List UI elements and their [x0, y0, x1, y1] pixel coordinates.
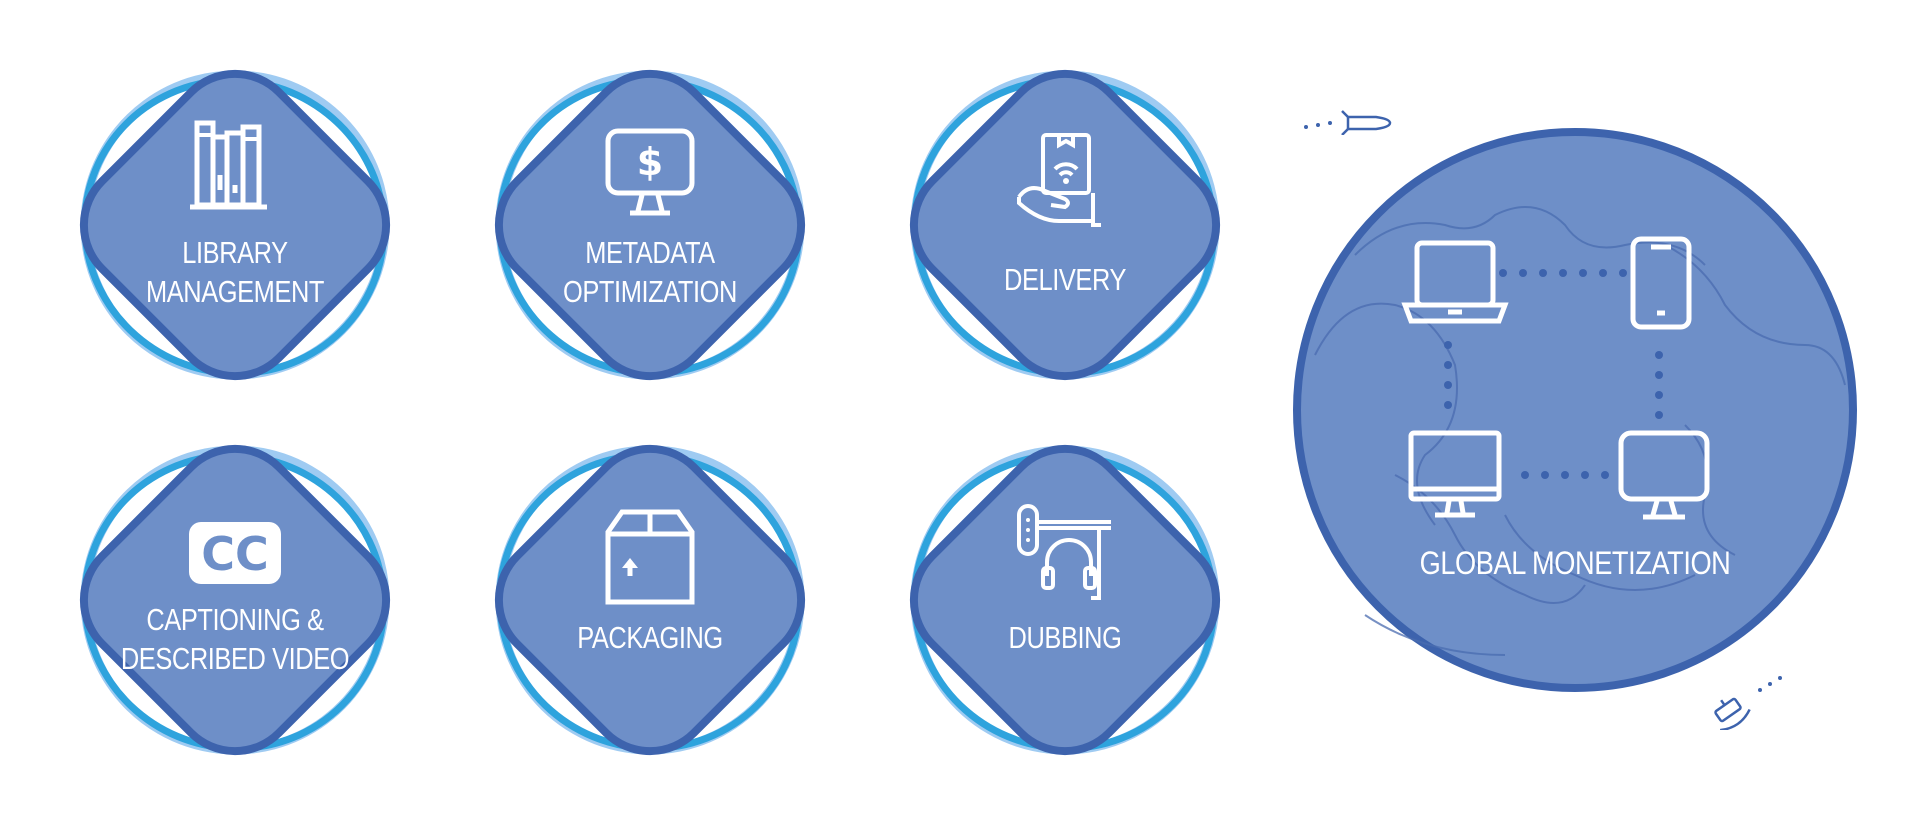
svg-text:$: $	[637, 140, 663, 184]
desktop-icon	[1408, 430, 1502, 518]
closed-caption-icon: CC	[189, 522, 281, 584]
tile-shape	[909, 444, 1221, 756]
tile-shape	[494, 69, 806, 381]
service-library-management: LIBRARY MANAGEMENT	[25, 15, 445, 435]
service-label: METADATA OPTIMIZATION	[563, 235, 737, 309]
service-label: LIBRARY MANAGEMENT	[145, 235, 325, 309]
service-metadata-optimization: $ METADATA OPTIMIZATION	[440, 15, 860, 435]
globe-label: GLOBAL MONETIZATION	[1419, 545, 1731, 581]
service-delivery: DELIVERY	[855, 15, 1275, 435]
service-captioning: CC CAPTIONING & DESCRIBED VIDEO	[25, 390, 445, 810]
service-label: DUBBING	[1008, 620, 1122, 655]
service-label: PACKAGING	[577, 620, 723, 655]
service-label: CAPTIONING & DESCRIBED VIDEO	[120, 602, 350, 676]
smartphone-icon	[1630, 236, 1692, 330]
box-icon	[605, 509, 695, 605]
satellite-icon	[1714, 676, 1782, 730]
svg-text:CC: CC	[201, 527, 269, 581]
service-label: DELIVERY	[1003, 262, 1127, 297]
laptop-icon	[1401, 240, 1509, 324]
hand-package-wifi-icon	[1017, 133, 1101, 227]
tile-shape	[79, 69, 391, 381]
books-icon	[190, 120, 267, 210]
service-dubbing: DUBBING	[855, 390, 1275, 810]
globe-shape	[1293, 128, 1857, 692]
monitor-dollar-icon: $	[605, 128, 695, 216]
monitor-icon	[1618, 430, 1710, 520]
global-monetization: GLOBAL MONETIZATION	[1245, 95, 1905, 735]
microphone-headphones-icon	[1017, 504, 1111, 600]
tile-shape	[909, 69, 1221, 381]
tile-shape	[79, 444, 391, 756]
rocket-icon	[1304, 110, 1392, 135]
service-packaging: PACKAGING	[440, 390, 860, 810]
